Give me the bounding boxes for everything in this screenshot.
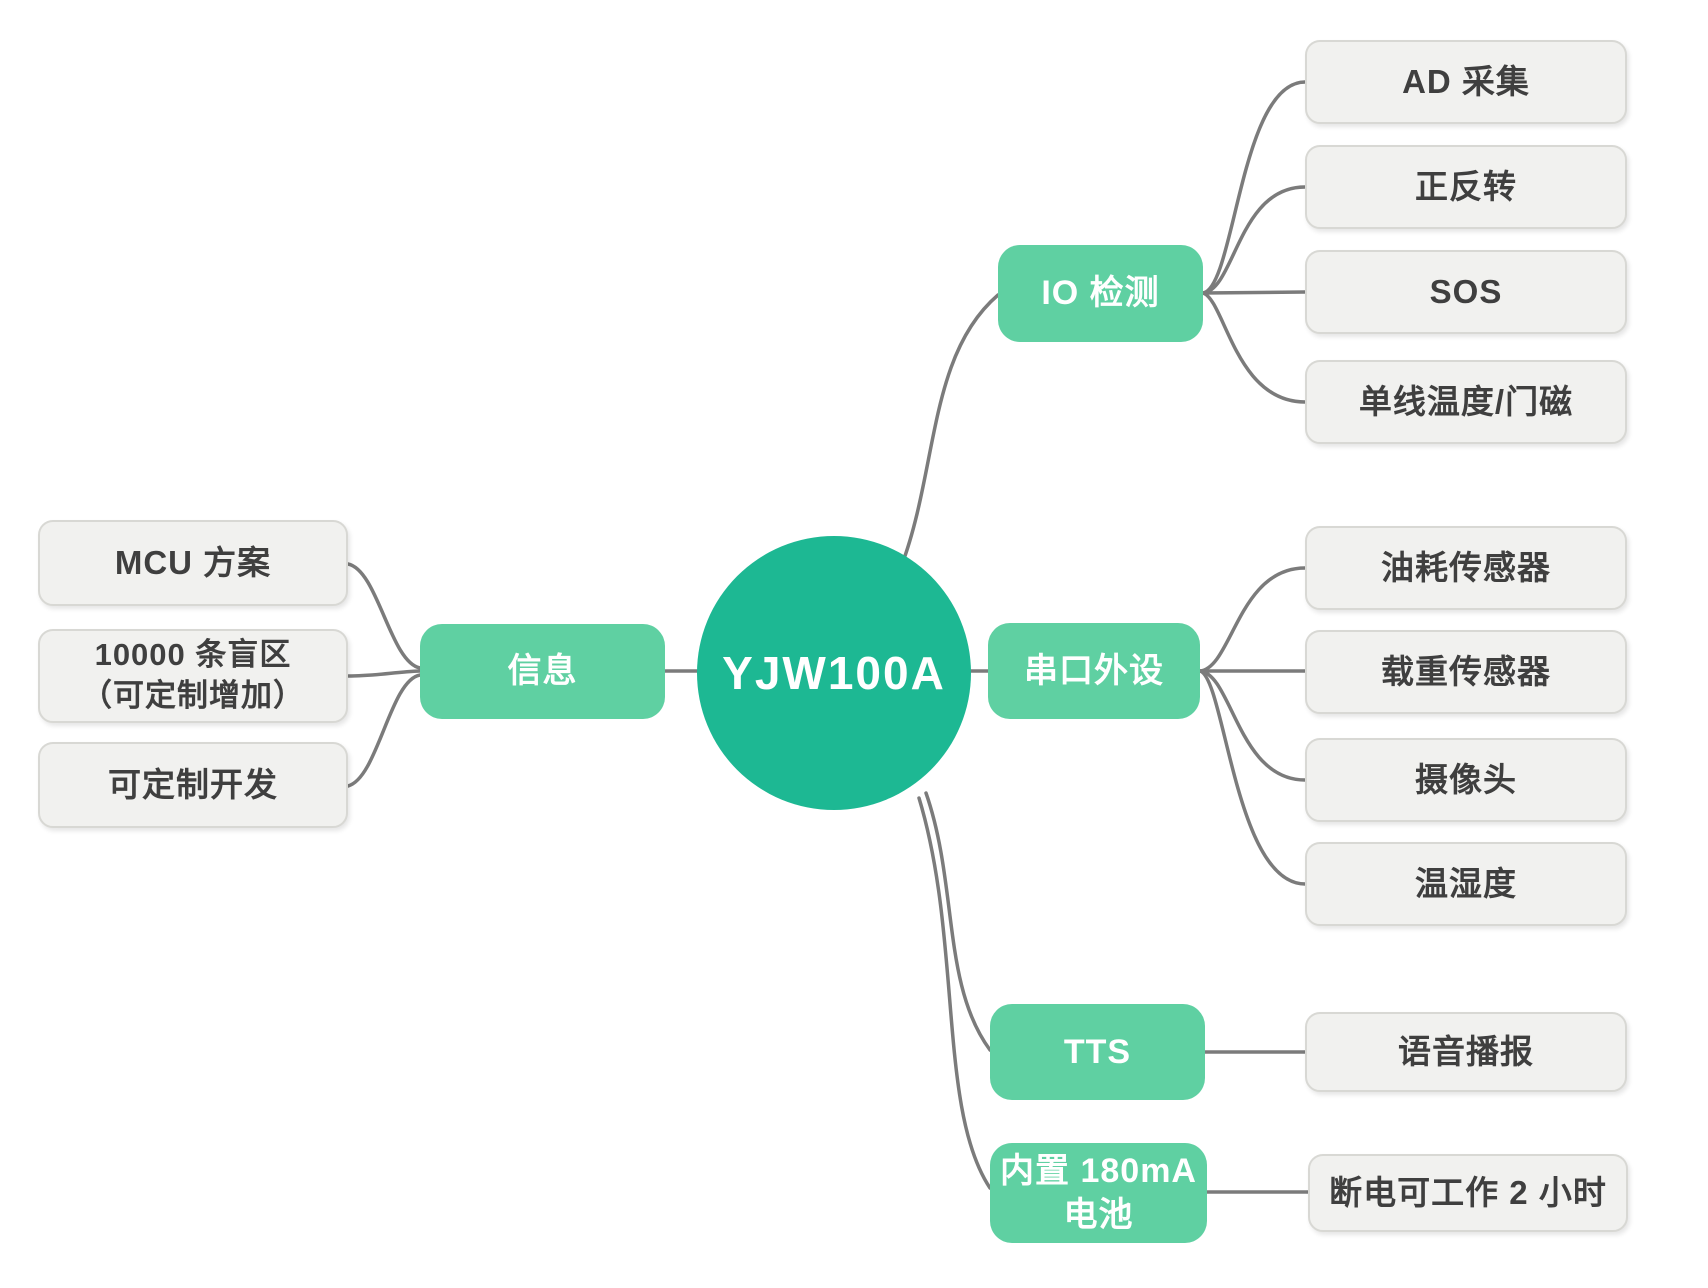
leaf-label-line2: （可定制增加） xyxy=(81,678,305,713)
connector-io-onewire xyxy=(1201,291,1307,404)
branch-label-line1: 内置 180mA xyxy=(1000,1151,1197,1190)
root-node-yjw100a: YJW100A xyxy=(697,536,971,810)
branch-label: 信息 xyxy=(507,652,578,691)
branch-node-info: 信息 xyxy=(420,624,665,719)
leaf-node-power-off-2h: 断电可工作 2 小时 xyxy=(1308,1154,1628,1232)
connector-info-mcu xyxy=(346,562,422,670)
connector-info-custom xyxy=(346,673,422,788)
leaf-node-load-sensor: 载重传感器 xyxy=(1305,630,1627,714)
leaf-label-line1: 10000 条盲区 xyxy=(94,637,292,673)
leaf-node-onewire-temp-door: 单线温度/门磁 xyxy=(1305,360,1627,444)
connector-serial-th xyxy=(1198,669,1307,886)
leaf-label: 断电可工作 2 小时 xyxy=(1329,1174,1607,1212)
connector-root-battery xyxy=(917,796,992,1190)
leaf-node-forward-reverse: 正反转 xyxy=(1305,145,1627,229)
leaf-node-custom-development: 可定制开发 xyxy=(38,742,348,828)
leaf-label: MCU 方案 xyxy=(114,544,272,582)
leaf-label: 油耗传感器 xyxy=(1381,549,1551,587)
leaf-label: SOS xyxy=(1429,273,1503,311)
leaf-label: 摄像头 xyxy=(1415,761,1517,799)
branch-node-tts: TTS xyxy=(990,1004,1205,1100)
connector-io-ad xyxy=(1201,80,1307,295)
leaf-node-ad-sampling: AD 采集 xyxy=(1305,40,1627,124)
branch-node-serial-peripherals: 串口外设 xyxy=(988,623,1200,719)
leaf-label: AD 采集 xyxy=(1402,63,1530,101)
leaf-label: 载重传感器 xyxy=(1381,653,1551,691)
leaf-node-temp-humidity: 温湿度 xyxy=(1305,842,1627,926)
branch-label: IO 检测 xyxy=(1041,274,1160,313)
connector-io-fr xyxy=(1201,185,1307,295)
branch-label-line2: 电池 xyxy=(1063,1196,1134,1234)
branch-label: TTS xyxy=(1063,1032,1132,1071)
leaf-node-sos: SOS xyxy=(1305,250,1627,334)
branch-label: 串口外设 xyxy=(1024,651,1164,690)
leaf-node-voice-broadcast: 语音播报 xyxy=(1305,1012,1627,1092)
connector-io-sos xyxy=(1201,290,1307,295)
root-label: YJW100A xyxy=(722,647,946,699)
connector-root-io xyxy=(899,293,1000,569)
leaf-node-blind-zone: 10000 条盲区 （可定制增加） xyxy=(38,629,348,723)
connector-serial-fuel xyxy=(1198,566,1307,673)
leaf-label: 正反转 xyxy=(1415,168,1517,206)
leaf-node-fuel-sensor: 油耗传感器 xyxy=(1305,526,1627,610)
leaf-node-camera: 摄像头 xyxy=(1305,738,1627,822)
branch-node-io-detect: IO 检测 xyxy=(998,245,1203,342)
connector-info-blind xyxy=(346,669,422,678)
connector-root-tts xyxy=(924,791,992,1052)
leaf-label: 单线温度/门磁 xyxy=(1358,383,1574,421)
leaf-label: 温湿度 xyxy=(1415,865,1517,903)
connector-serial-camera xyxy=(1198,669,1307,782)
leaf-label: 语音播报 xyxy=(1398,1033,1534,1071)
branch-node-builtin-battery: 内置 180mA 电池 xyxy=(990,1143,1207,1243)
leaf-node-mcu-solution: MCU 方案 xyxy=(38,520,348,606)
leaf-label: 可定制开发 xyxy=(108,766,278,804)
